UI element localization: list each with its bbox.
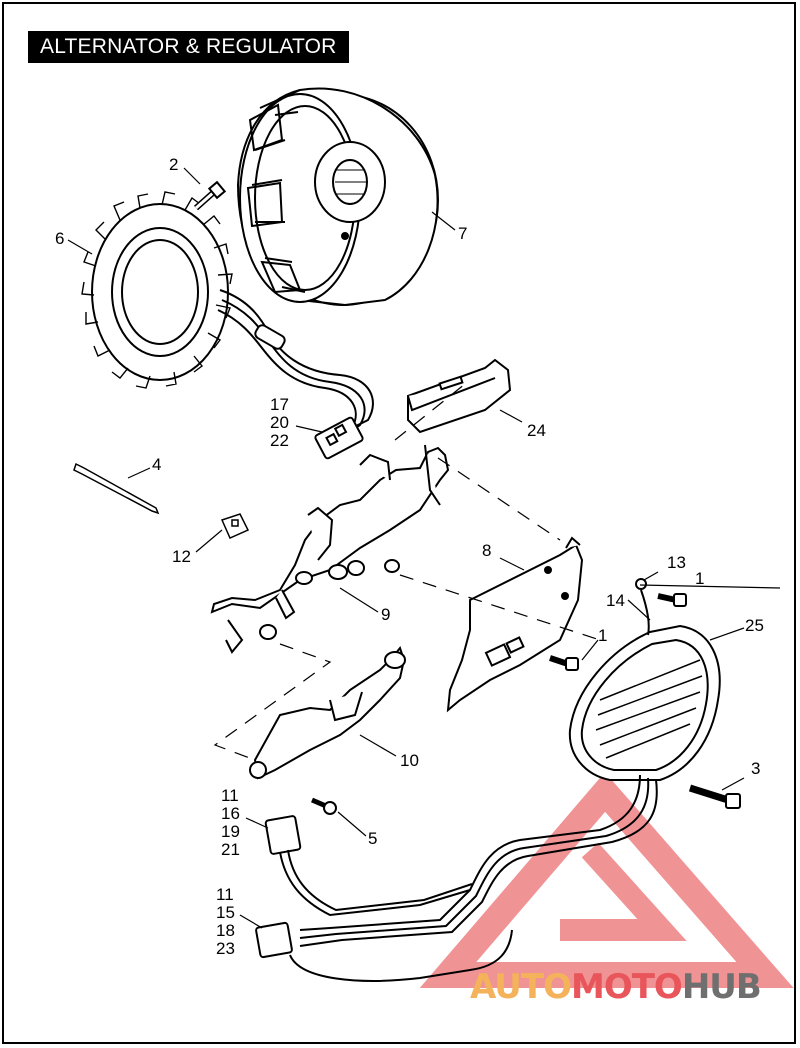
stator <box>81 191 374 460</box>
mounting-plate <box>446 536 584 713</box>
connector-15 <box>255 921 513 982</box>
callout-8: 8 <box>482 541 491 560</box>
callout-25: 25 <box>745 616 764 635</box>
callout-24: 24 <box>527 421 546 440</box>
bolt-1a <box>657 593 687 607</box>
callout-15: 15 <box>216 903 235 922</box>
bolt-1b <box>549 655 579 671</box>
cover <box>407 358 512 434</box>
watermark-auto: AUTO <box>470 967 571 1007</box>
screw-2 <box>194 180 227 211</box>
callout-17: 17 <box>270 395 289 414</box>
callout-4: 4 <box>152 455 161 474</box>
connector-16 <box>264 815 473 917</box>
cable-strap <box>73 462 160 515</box>
callout-16: 16 <box>221 804 240 823</box>
watermark-moto: MOTO <box>571 967 682 1007</box>
callout-22: 22 <box>270 431 289 450</box>
callout-11-lower: 11 <box>216 885 234 904</box>
callout-1-mid: 1 <box>598 626 607 645</box>
callout-7: 7 <box>458 224 467 243</box>
callout-11-upper: 11 <box>221 786 239 805</box>
callout-12: 12 <box>172 547 191 566</box>
watermark-hub: HUB <box>682 967 761 1007</box>
washer-13 <box>635 578 650 636</box>
callout-20: 20 <box>270 413 289 432</box>
callout-21: 21 <box>221 840 240 859</box>
callout-18: 18 <box>216 921 235 940</box>
callout-1-top: 1 <box>695 569 704 588</box>
screw-5 <box>311 797 337 815</box>
callout-3: 3 <box>751 759 760 778</box>
callout-14: 14 <box>606 591 625 610</box>
callout-6: 6 <box>55 229 64 248</box>
callout-23: 23 <box>216 939 235 958</box>
rotor <box>236 87 439 306</box>
assembly-lines <box>213 379 781 761</box>
clip <box>220 513 250 539</box>
watermark-logo <box>419 772 794 988</box>
callout-5: 5 <box>368 829 377 848</box>
leader-lines <box>67 167 745 929</box>
regulator <box>299 624 721 947</box>
bolt-3 <box>688 784 741 809</box>
callouts: 2 6 7 17 20 22 24 4 12 8 13 1 14 1 25 9 … <box>55 155 764 958</box>
callout-2: 2 <box>169 155 178 174</box>
callout-19: 19 <box>221 822 240 841</box>
bracket <box>210 444 450 654</box>
watermark-text: AUTOMOTOHUB <box>470 967 761 1007</box>
callout-9: 9 <box>381 605 390 624</box>
page-title: ALTERNATOR & REGULATOR <box>28 31 349 63</box>
heat-shield <box>249 645 406 780</box>
callout-10: 10 <box>400 751 419 770</box>
callout-13: 13 <box>667 553 686 572</box>
